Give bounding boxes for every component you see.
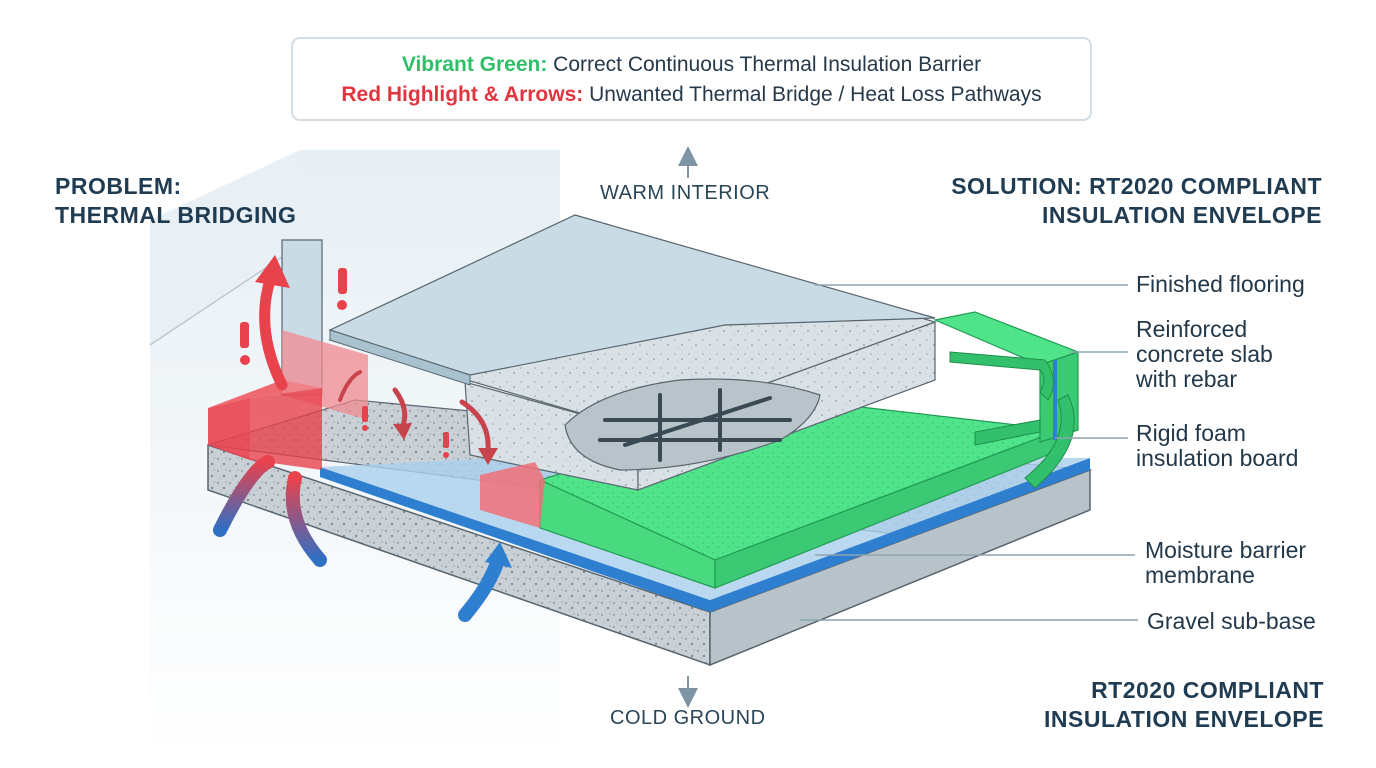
- callout-leaders: [800, 284, 1138, 621]
- callout-slab-line-3: with rebar: [1136, 366, 1237, 392]
- legend-green-text: Correct Continuous Thermal Insulation Ba…: [547, 53, 982, 76]
- bridge-zone-right: [480, 462, 545, 528]
- bridge-zone-left: [208, 398, 250, 460]
- legend-red-text: Unwanted Thermal Bridge / Heat Loss Path…: [583, 83, 1042, 106]
- solution-heading: SOLUTION: RT2020 COMPLIANT INSULATION EN…: [951, 172, 1322, 230]
- legend-green-key: Vibrant Green:: [401, 53, 548, 76]
- problem-line-2: THERMAL BRIDGING: [55, 202, 297, 228]
- cold-ground-label: COLD GROUND: [610, 707, 766, 729]
- footer-heading: RT2020 COMPLIANT INSULATION ENVELOPE: [1044, 676, 1324, 734]
- footer-line-2: INSULATION ENVELOPE: [1044, 706, 1324, 732]
- callout-membrane-line-2: membrane: [1145, 562, 1255, 588]
- legend-green-entry: Vibrant Green: Correct Continuous Therma…: [293, 50, 1090, 80]
- legend-box: Vibrant Green: Correct Continuous Therma…: [291, 37, 1092, 121]
- callout-slab: Reinforced concrete slab with rebar: [1136, 317, 1273, 392]
- warning-marks: [240, 268, 449, 458]
- callout-foam-line-2: insulation board: [1136, 445, 1299, 471]
- callout-gravel: Gravel sub-base: [1147, 608, 1316, 634]
- side-wall: [150, 150, 300, 345]
- callout-flooring: Finished flooring: [1136, 271, 1305, 297]
- rebar-grid: [598, 388, 792, 462]
- membrane-front: [320, 467, 710, 612]
- footer-line-1: RT2020 COMPLIANT: [1091, 677, 1324, 703]
- solution-line-1: SOLUTION: RT2020 COMPLIANT: [951, 173, 1322, 199]
- problem-line-1: PROBLEM:: [55, 173, 182, 199]
- heat-loss-arrows: [213, 255, 512, 622]
- bridge-zone-mid: [250, 388, 322, 470]
- membrane-side: [710, 458, 1090, 612]
- callout-foam: Rigid foam insulation board: [1136, 421, 1298, 471]
- legend-red-entry: Red Highlight & Arrows: Unwanted Thermal…: [293, 80, 1090, 110]
- callout-membrane: Moisture barrier membrane: [1145, 538, 1306, 588]
- callout-slab-line-1: Reinforced: [1136, 316, 1248, 342]
- continuity-arrows: [949, 351, 1075, 489]
- solution-line-2: INSULATION ENVELOPE: [1042, 202, 1322, 228]
- callout-slab-line-2: concrete slab: [1136, 341, 1273, 367]
- callout-membrane-line-1: Moisture barrier: [1145, 537, 1307, 563]
- flooring-edge: [329, 329, 471, 386]
- warm-interior-label: WARM INTERIOR: [600, 182, 771, 204]
- callout-foam-line-1: Rigid foam: [1136, 420, 1246, 446]
- problem-heading: PROBLEM: THERMAL BRIDGING: [55, 172, 296, 230]
- legend-red-key: Red Highlight & Arrows:: [341, 83, 584, 106]
